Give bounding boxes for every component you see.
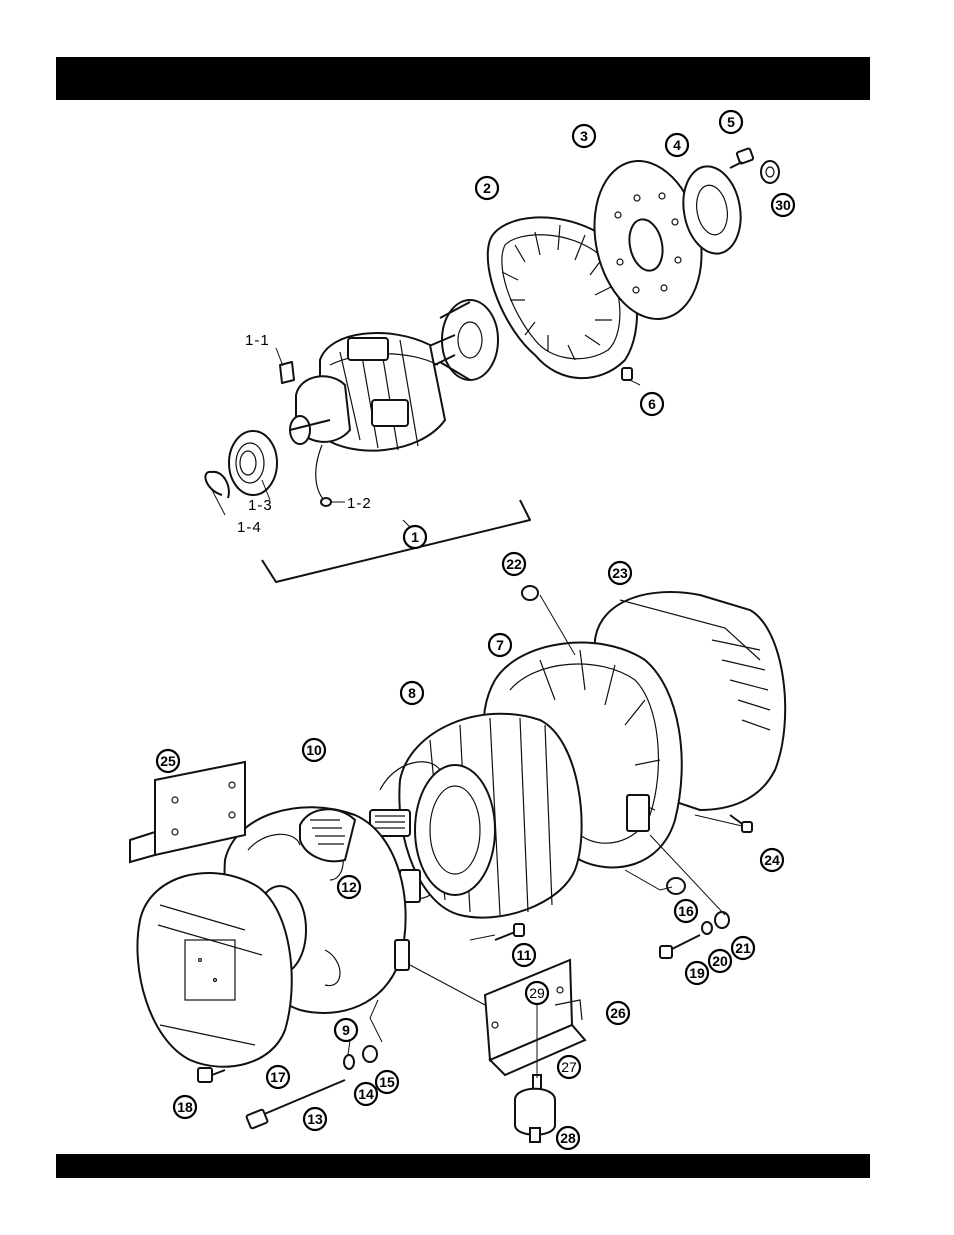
svg-text:1: 1	[411, 529, 419, 545]
sublabel-1-4: 1-4	[237, 519, 262, 536]
svg-text:17: 17	[270, 1069, 286, 1085]
callout-20: 20	[709, 950, 731, 972]
callout-25: 25	[157, 750, 179, 772]
callout-23: 23	[609, 562, 631, 584]
callout-11: 11	[513, 944, 535, 966]
callout-18: 18	[174, 1096, 196, 1118]
svg-text:30: 30	[775, 197, 791, 213]
callout-19: 19	[686, 962, 708, 984]
callout-21: 21	[732, 937, 754, 959]
svg-text:15: 15	[379, 1074, 395, 1090]
svg-text:3: 3	[580, 128, 588, 144]
callout-16: 16	[675, 900, 697, 922]
sublabel-1-1: 1-1	[245, 332, 270, 349]
vibration-isolator	[515, 1075, 555, 1142]
svg-text:27: 27	[561, 1059, 577, 1075]
sublabel-1-2: 1-2	[347, 495, 372, 512]
callout-8: 8	[401, 682, 423, 704]
callout-4: 4	[666, 134, 688, 156]
callout-1: 1	[404, 526, 426, 548]
svg-text:12: 12	[341, 879, 357, 895]
svg-text:22: 22	[506, 556, 522, 572]
bolt-and-washer	[730, 148, 779, 183]
svg-text:20: 20	[712, 953, 728, 969]
svg-text:8: 8	[408, 685, 416, 701]
svg-text:26: 26	[610, 1005, 626, 1021]
callout-14: 14	[355, 1083, 377, 1105]
svg-text:18: 18	[177, 1099, 193, 1115]
svg-text:5: 5	[727, 114, 735, 130]
callout-6: 6	[641, 393, 663, 415]
svg-text:4: 4	[673, 137, 681, 153]
callout-29: 29	[526, 982, 548, 1004]
svg-text:23: 23	[612, 565, 628, 581]
svg-text:24: 24	[764, 852, 780, 868]
callout-3: 3	[573, 125, 595, 147]
callout-5: 5	[720, 111, 742, 133]
sublabel-1-3: 1-3	[248, 497, 273, 514]
callout-15: 15	[376, 1071, 398, 1093]
callout-22: 22	[503, 553, 525, 575]
callout-9: 9	[335, 1019, 357, 1041]
svg-text:10: 10	[306, 742, 322, 758]
callout-13: 13	[304, 1108, 326, 1130]
svg-text:6: 6	[648, 396, 656, 412]
end-plate	[137, 873, 291, 1067]
callout-24: 24	[761, 849, 783, 871]
svg-text:2: 2	[483, 180, 491, 196]
callout-28: 28	[557, 1127, 579, 1149]
svg-text:25: 25	[160, 753, 176, 769]
mounting-bracket-25	[130, 762, 245, 862]
callout-10: 10	[303, 739, 325, 761]
svg-text:28: 28	[560, 1130, 576, 1146]
callout-26: 26	[607, 1002, 629, 1024]
callout-30: 30	[772, 194, 794, 216]
callout-17: 17	[267, 1066, 289, 1088]
svg-text:29: 29	[529, 985, 545, 1001]
svg-text:9: 9	[342, 1022, 350, 1038]
svg-text:16: 16	[678, 903, 694, 919]
svg-text:14: 14	[358, 1086, 374, 1102]
callout-27: 27	[558, 1056, 580, 1078]
svg-text:13: 13	[307, 1111, 323, 1127]
svg-text:7: 7	[496, 637, 504, 653]
callout-7: 7	[489, 634, 511, 656]
svg-text:11: 11	[517, 947, 532, 963]
callout-12: 12	[338, 876, 360, 898]
callout-2: 2	[476, 177, 498, 199]
svg-text:21: 21	[735, 940, 751, 956]
svg-text:19: 19	[689, 965, 705, 981]
